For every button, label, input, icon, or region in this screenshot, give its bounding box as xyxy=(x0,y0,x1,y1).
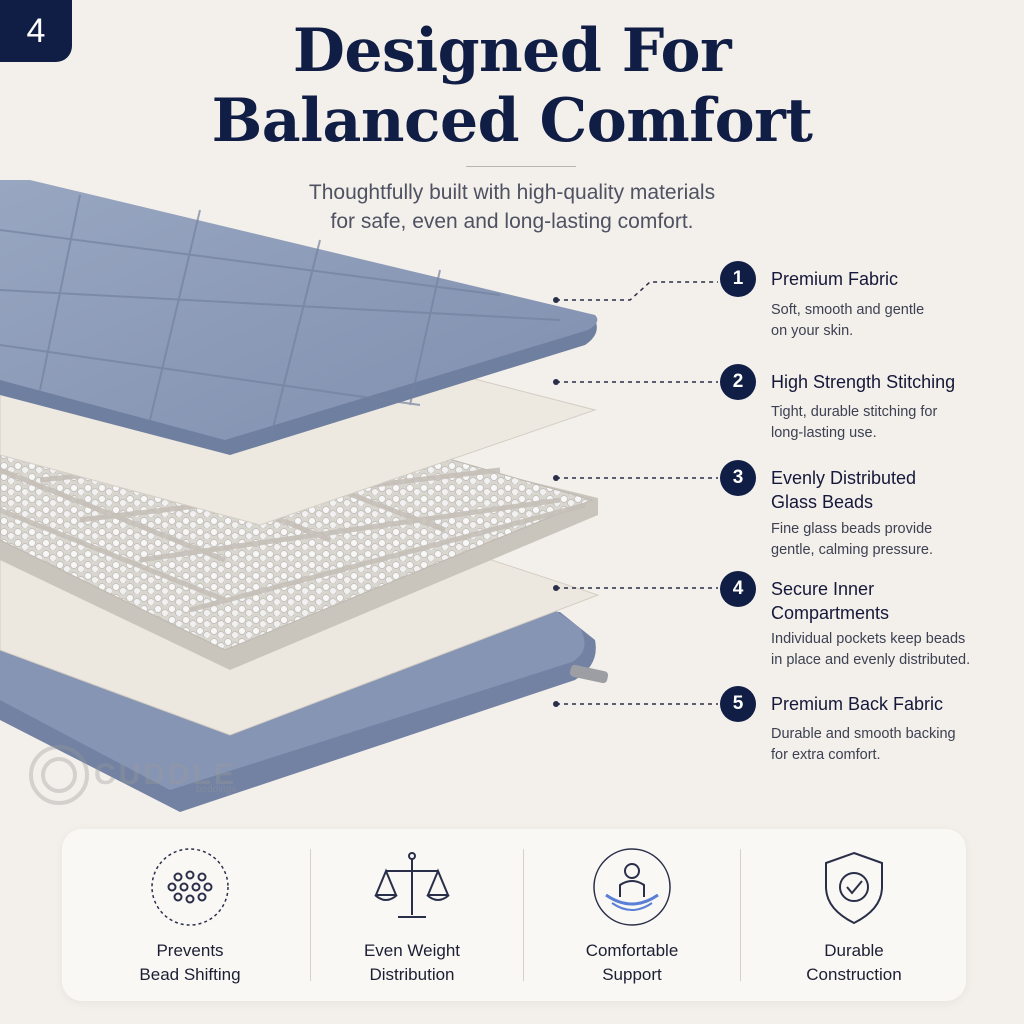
title-line: Evenly Distributed xyxy=(771,468,917,488)
desc-line: on your skin. xyxy=(771,323,854,339)
label-line: Bead Shifting xyxy=(139,965,241,984)
brand-logo-icon xyxy=(29,745,89,805)
desc-line: Tight, durable stitching for xyxy=(771,404,938,420)
label-line: Construction xyxy=(806,965,902,984)
label-line: Distribution xyxy=(369,965,455,984)
subtitle: Thoughtfully built with high-quality mat… xyxy=(0,178,1024,236)
label-line: Even Weight xyxy=(363,941,461,960)
brand-watermark: CUDDLE beddings xyxy=(28,744,237,806)
top-fabric-layer xyxy=(0,180,598,455)
beads-icon xyxy=(151,848,229,926)
blanket-layers-illustration xyxy=(0,180,609,812)
benefits-bar: Prevents Bead Shifting Even Weight Distr… xyxy=(62,829,966,1001)
benefit-even-weight: Even Weight Distribution xyxy=(302,829,522,1001)
scale-icon xyxy=(374,852,450,918)
desc-line: Fine glass beads provide xyxy=(771,521,933,537)
feature-number: 5 xyxy=(720,686,756,722)
desc-line: Individual pockets keep beads xyxy=(771,631,966,647)
benefit-durable-construction: Durable Construction xyxy=(744,829,964,1001)
brand-name: CUDDLE xyxy=(94,758,237,791)
leader-lines xyxy=(553,281,718,707)
feature-description: Durable and smooth backing for extra com… xyxy=(771,724,1021,766)
benefit-label: Durable Construction xyxy=(744,939,964,987)
desc-line: long-lasting use. xyxy=(771,425,877,441)
benefit-label: Even Weight Distribution xyxy=(302,939,522,987)
feature-number: 1 xyxy=(720,261,756,297)
title-line: Compartments xyxy=(771,603,890,623)
desc-line: in place and evenly distributed. xyxy=(771,652,971,668)
label-line: Comfortable xyxy=(585,941,679,960)
person-support-icon xyxy=(593,848,671,926)
feature-number: 3 xyxy=(720,460,756,496)
feature-description: Fine glass beads provide gentle, calming… xyxy=(771,519,1021,561)
slide-number-badge: 4 xyxy=(0,0,72,62)
benefit-label: Comfortable Support xyxy=(522,939,742,987)
benefit-label: Prevents Bead Shifting xyxy=(80,939,300,987)
feature-description: Tight, durable stitching for long-lastin… xyxy=(771,402,1021,444)
title-divider xyxy=(466,166,576,167)
desc-line: gentle, calming pressure. xyxy=(771,542,933,558)
brand-subtext: beddings xyxy=(196,784,237,795)
feature-number: 4 xyxy=(720,571,756,607)
benefit-divider xyxy=(310,849,311,981)
shield-check-icon xyxy=(825,851,883,925)
feature-number: 2 xyxy=(720,364,756,400)
subtitle-line-1: Thoughtfully built with high-quality mat… xyxy=(308,181,716,204)
label-line: Support xyxy=(602,965,662,984)
feature-title: Premium Back Fabric xyxy=(771,694,944,714)
feature-description: Individual pockets keep beads in place a… xyxy=(771,629,1021,671)
feature-title: High Strength Stitching xyxy=(771,372,956,392)
benefit-divider xyxy=(523,849,524,981)
subtitle-line-2: for safe, even and long-lasting comfort. xyxy=(330,210,694,233)
desc-line: Durable and smooth backing xyxy=(771,726,956,742)
label-line: Durable xyxy=(824,941,884,960)
feature-title: Secure Inner Compartments xyxy=(771,577,1011,625)
benefit-divider xyxy=(740,849,741,981)
title-line: Glass Beads xyxy=(771,492,874,512)
page-title: Designed For Balanced Comfort xyxy=(0,16,1024,156)
feature-description: Soft, smooth and gentle on your skin. xyxy=(771,300,1021,342)
feature-title: Premium Fabric xyxy=(771,269,899,289)
title-line-1: Designed For xyxy=(292,16,732,86)
title-line-2: Balanced Comfort xyxy=(211,86,813,156)
label-line: Prevents xyxy=(156,941,224,960)
feature-title: Evenly Distributed Glass Beads xyxy=(771,466,1011,514)
benefit-bead-shifting: Prevents Bead Shifting xyxy=(80,829,300,1001)
desc-line: Soft, smooth and gentle xyxy=(771,302,925,318)
title-line: Secure Inner xyxy=(771,579,875,599)
desc-line: for extra comfort. xyxy=(771,747,881,763)
benefit-comfortable-support: Comfortable Support xyxy=(522,829,742,1001)
